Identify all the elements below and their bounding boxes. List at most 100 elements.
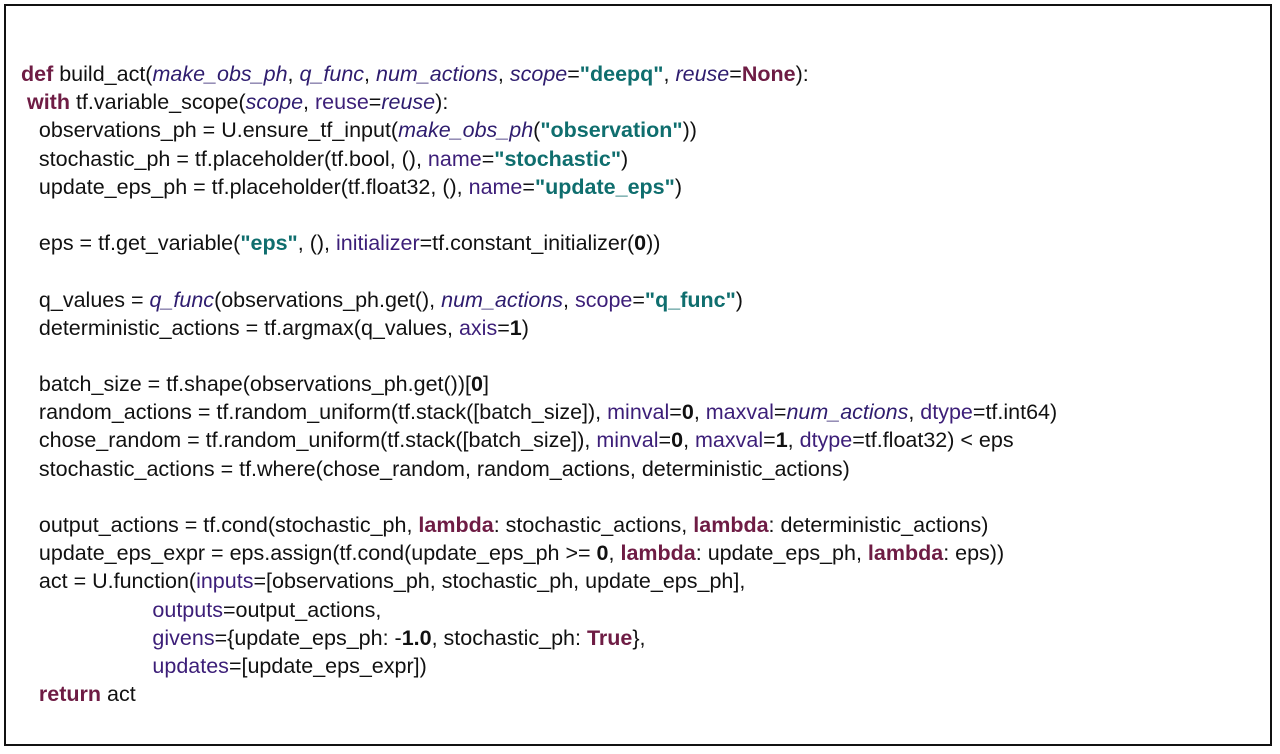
code-token: =output_actions,: [222, 597, 382, 622]
code-line: [21, 201, 1057, 229]
code-token: chose_random = tf.random_uniform(tf.stac…: [21, 428, 597, 453]
code-token: make_obs_ph: [152, 62, 288, 86]
code-token: return: [38, 682, 102, 707]
code-line: updates=[update_eps_expr]): [21, 652, 1057, 680]
code-line: act = U.function(inputs=[observations_ph…: [21, 567, 1057, 595]
code-token: act: [101, 682, 136, 707]
code-token: num_actions: [786, 400, 909, 425]
code-line: outputs=output_actions,: [21, 596, 1057, 624]
code-line: deterministic_actions = tf.argmax(q_valu…: [21, 314, 1057, 342]
code-token: "deepq": [579, 62, 664, 86]
code-line: batch_size = tf.shape(observations_ph.ge…: [21, 370, 1057, 398]
code-line: eps = tf.get_variable("eps", (), initial…: [21, 229, 1057, 257]
code-token: ,: [287, 62, 300, 86]
code-token: ): [621, 146, 629, 171]
code-token: "observation": [540, 118, 683, 143]
code-listing: def build_act(make_obs_ph, q_func, num_a…: [21, 60, 1057, 708]
code-token: random_actions = tf.random_uniform(tf.st…: [21, 400, 608, 425]
code-token: ,: [908, 400, 921, 425]
code-line: stochastic_actions = tf.where(chose_rand…: [21, 455, 1057, 483]
code-token: : update_eps_ph,: [695, 541, 868, 566]
code-token: lambda: [620, 541, 696, 566]
code-token: ,: [693, 400, 706, 425]
code-token: =: [658, 428, 672, 453]
code-token: 0: [634, 231, 647, 256]
code-line: [21, 483, 1057, 511]
code-token: name: [427, 146, 482, 171]
code-token: [21, 682, 39, 706]
code-token: =: [481, 146, 495, 171]
code-line: observations_ph = U.ensure_tf_input(make…: [21, 116, 1057, 144]
code-line: chose_random = tf.random_uniform(tf.stac…: [21, 426, 1057, 454]
code-token: 0: [671, 428, 684, 453]
code-token: dtype: [799, 428, 853, 453]
code-line: def build_act(make_obs_ph, q_func, num_a…: [21, 60, 1057, 88]
code-token: =: [522, 174, 535, 199]
code-token: minval: [596, 428, 659, 453]
code-token: make_obs_ph: [398, 118, 534, 143]
code-token: name: [468, 174, 523, 199]
code-token: =: [567, 62, 580, 86]
code-figure-frame: def build_act(make_obs_ph, q_func, num_a…: [4, 4, 1272, 746]
code-token: ): [735, 287, 743, 312]
code-token: =tf.float32) < eps: [852, 428, 1014, 453]
code-token: [21, 626, 152, 650]
code-line: update_eps_ph = tf.placeholder(tf.float3…: [21, 173, 1057, 201]
code-token: =: [729, 62, 742, 86]
code-token: =: [763, 428, 776, 453]
code-token: reuse: [315, 90, 369, 115]
code-token: ={update_eps_ph: -: [214, 625, 402, 650]
code-token: 1.0: [401, 625, 432, 650]
code-token: lambda: [867, 541, 944, 566]
code-token: },: [632, 625, 646, 650]
code-line: random_actions = tf.random_uniform(tf.st…: [21, 398, 1057, 426]
code-token: ]: [482, 372, 489, 397]
code-token: deterministic_actions = tf.argmax(q_valu…: [21, 315, 459, 340]
code-line: with tf.variable_scope(scope, reuse=reus…: [21, 88, 1057, 116]
code-token: , (),: [297, 231, 336, 256]
code-token: (observations_ph.get(),: [214, 287, 442, 312]
code-token: 0: [596, 541, 609, 566]
code-line: q_values = q_func(observations_ph.get(),…: [21, 286, 1057, 314]
code-token: stochastic_actions = tf.where(chose_rand…: [21, 456, 850, 481]
code-token: reuse: [675, 62, 730, 86]
code-token: scope: [509, 62, 568, 86]
code-token: act = U.function(: [21, 569, 197, 594]
code-token: initializer: [335, 231, 420, 256]
code-line: [21, 342, 1057, 370]
code-token: maxval: [705, 400, 774, 425]
code-token: scope: [574, 287, 633, 312]
code-token: =: [368, 90, 382, 115]
code-token: ):: [435, 90, 449, 115]
code-token: =[observations_ph, stochastic_ph, update…: [253, 569, 746, 594]
code-token: axis: [458, 315, 498, 340]
code-token: output_actions = tf.cond(stochastic_ph,: [21, 513, 419, 537]
code-token: ,: [364, 62, 376, 86]
code-token: build_act(: [53, 62, 153, 86]
code-token: reuse: [381, 90, 436, 115]
code-token: lambda: [693, 513, 769, 537]
code-token: update_eps_ph = tf.placeholder(tf.float3…: [21, 174, 469, 199]
code-token: eps = tf.get_variable(: [21, 231, 241, 256]
code-token: ,: [497, 62, 510, 86]
code-token: batch_size = tf.shape(observations_ph.ge…: [21, 372, 471, 397]
code-token: True: [586, 625, 633, 650]
code-token: ): [674, 174, 683, 199]
code-token: =: [497, 315, 510, 340]
code-token: dtype: [920, 400, 973, 425]
code-token: q_func: [149, 287, 215, 312]
code-token: ,: [787, 428, 800, 453]
code-token: =[update_eps_expr]): [228, 653, 427, 678]
code-token: )): [682, 118, 697, 143]
code-token: "q_func": [644, 287, 736, 312]
code-token: "update_eps": [534, 174, 675, 199]
code-token: num_actions: [441, 287, 564, 312]
code-token: inputs: [196, 569, 254, 594]
code-token: )): [646, 231, 661, 256]
code-token: observations_ph = U.ensure_tf_input(: [21, 118, 399, 143]
code-token: ,: [663, 62, 676, 86]
code-token: maxval: [695, 428, 764, 453]
code-token: with: [26, 90, 70, 115]
code-token: =: [632, 287, 645, 312]
code-token: ,: [563, 287, 575, 312]
